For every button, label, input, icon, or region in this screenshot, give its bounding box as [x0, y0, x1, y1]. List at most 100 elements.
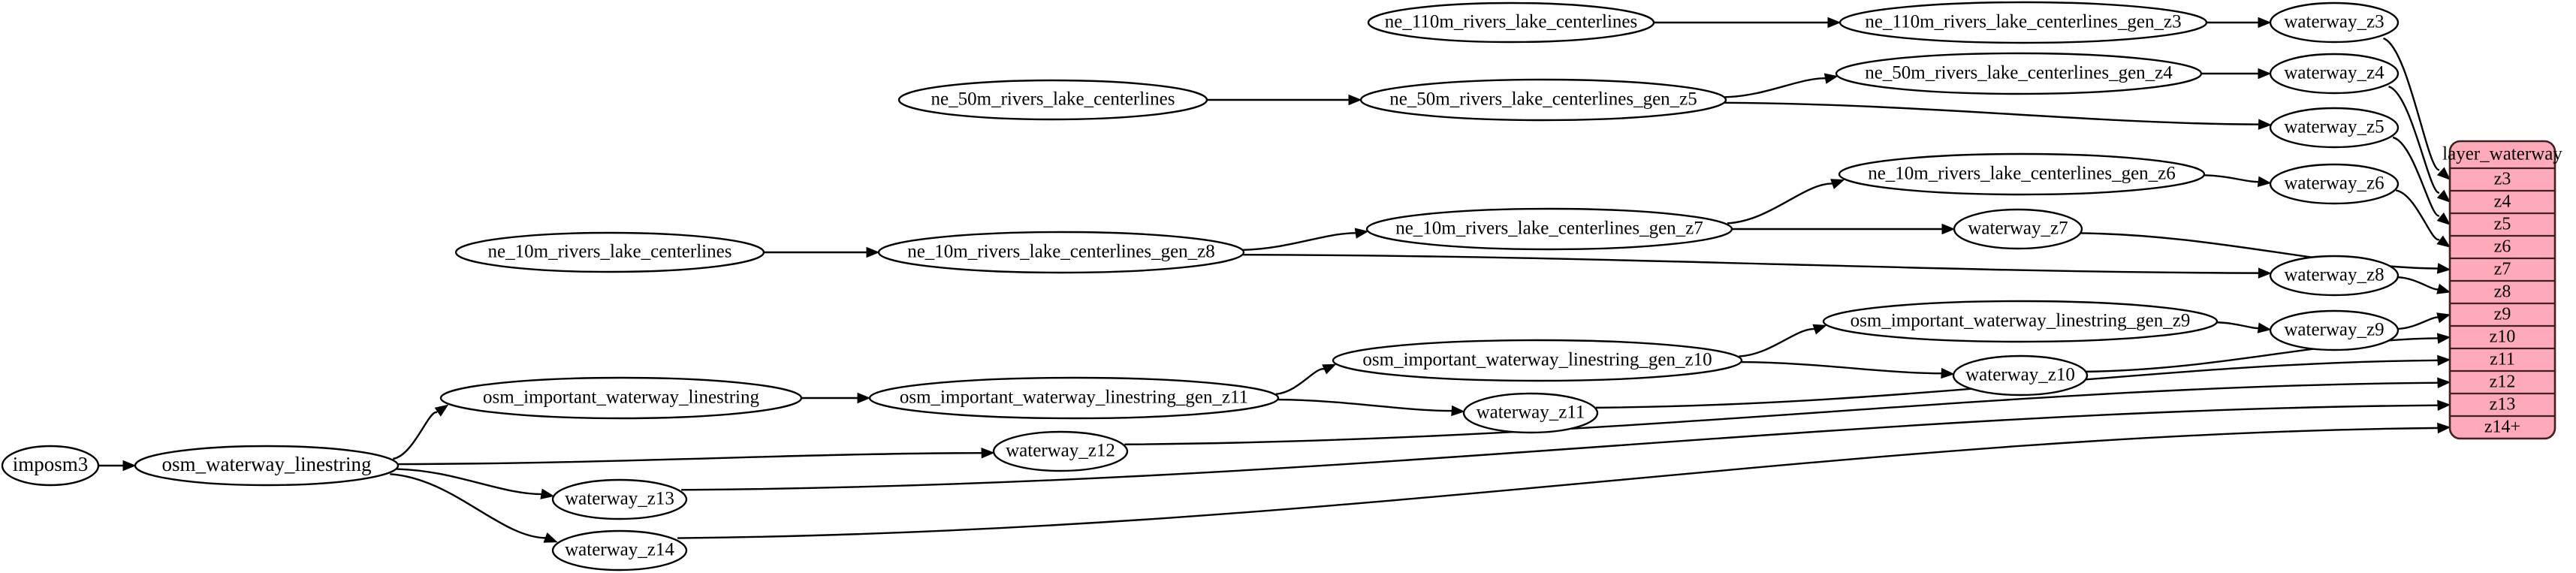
- node-label: waterway_z11: [1477, 403, 1585, 423]
- graph-node-imposm3[interactable]: imposm3: [1, 445, 100, 487]
- edge-arrowhead: [2258, 17, 2272, 29]
- graph-node-ne_50m_rivers_lake_centerlines_gen_z5[interactable]: ne_50m_rivers_lake_centerlines_gen_z5: [1359, 78, 1727, 122]
- edge-arrowhead: [857, 392, 871, 404]
- graph-node-ne_10m_rivers_lake_centerlines_gen_z7[interactable]: ne_10m_rivers_lake_centerlines_gen_z7: [1365, 207, 1733, 251]
- graph-node-waterway_z12[interactable]: waterway_z12: [992, 430, 1129, 472]
- node-label: ne_10m_rivers_lake_centerlines: [488, 242, 732, 262]
- graph-node-ne_10m_rivers_lake_centerlines_gen_z8[interactable]: ne_10m_rivers_lake_centerlines_gen_z8: [877, 231, 1245, 274]
- layer-table-row-z5: z5: [2494, 215, 2511, 234]
- edge-ne_50m_rivers_lake_centerlines_gen_z5--to--waterway_z5: [1724, 101, 2261, 125]
- graph-node-waterway_z13[interactable]: waterway_z13: [551, 478, 688, 520]
- layer-table-header: layer_waterway: [2442, 144, 2562, 164]
- edge-waterway_z10--to--layer_waterway:z10: [2086, 337, 2440, 373]
- edge-arrowhead: [1348, 94, 1362, 106]
- edge-arrowhead: [2436, 263, 2451, 274]
- edge-arrowhead: [1941, 223, 1956, 235]
- edge-arrowhead: [540, 488, 555, 499]
- edge-osm_important_waterway_linestring_gen_z9--to--waterway_z9: [2216, 321, 2261, 330]
- edge-arrowhead: [2436, 312, 2451, 324]
- graph-node-waterway_z10[interactable]: waterway_z10: [1952, 354, 2089, 397]
- edge-osm_important_waterway_linestring_gen_z10--to--osm_important_waterway_linestring_gen_z9: [1739, 327, 1816, 357]
- layer-table-row-z13: z13: [2490, 395, 2516, 415]
- node-label: ne_10m_rivers_lake_centerlines_gen_z8: [907, 242, 1215, 262]
- graph-node-osm_important_waterway_linestring_gen_z9[interactable]: osm_important_waterway_linestring_gen_z9: [1822, 300, 2219, 343]
- graph-node-waterway_z9[interactable]: waterway_z9: [2269, 309, 2400, 351]
- edge-waterway_z7--to--layer_waterway:z7: [2080, 232, 2440, 270]
- edge-arrowhead: [2257, 322, 2272, 333]
- graph-node-osm_waterway_linestring[interactable]: osm_waterway_linestring: [134, 445, 400, 487]
- node-label: waterway_z5: [2284, 117, 2384, 137]
- node-label: waterway_z6: [2284, 173, 2384, 194]
- edge-arrowhead: [543, 532, 558, 543]
- node-label: waterway_z13: [565, 489, 674, 509]
- graph-node-osm_important_waterway_linestring_gen_z10[interactable]: osm_important_waterway_linestring_gen_z1…: [1332, 339, 1743, 382]
- edge-ne_50m_rivers_lake_centerlines_gen_z5--to--ne_50m_rivers_lake_centerlines_gen_z4: [1724, 77, 1827, 98]
- node-label: ne_50m_rivers_lake_centerlines: [931, 89, 1175, 110]
- edge-arrowhead: [2436, 283, 2451, 294]
- graph-node-ne_110m_rivers_lake_centerlines[interactable]: ne_110m_rivers_lake_centerlines: [1367, 2, 1655, 44]
- layer-table-row-z10: z10: [2490, 327, 2516, 347]
- node-label: ne_10m_rivers_lake_centerlines_gen_z6: [1868, 164, 2176, 184]
- layer-table-row-z4: z4: [2494, 192, 2511, 212]
- edge-waterway_z8--to--layer_waterway:z8: [2397, 276, 2440, 291]
- edges-layer: [98, 17, 2451, 543]
- edge-ne_10m_rivers_lake_centerlines_gen_z8--to--ne_10m_rivers_lake_centerlines_gen_z7: [1242, 232, 1358, 251]
- node-label: osm_important_waterway_linestring_gen_z1…: [1362, 350, 1712, 370]
- node-label: osm_important_waterway_linestring_gen_z1…: [900, 388, 1248, 408]
- edge-waterway_z9--to--layer_waterway:z9: [2397, 316, 2440, 330]
- edge-ne_10m_rivers_lake_centerlines_gen_z7--to--ne_10m_rivers_lake_centerlines_gen_z6: [1727, 182, 1834, 225]
- graph-node-waterway_z8[interactable]: waterway_z8: [2269, 255, 2400, 297]
- layer-table-row-z11: z11: [2490, 350, 2515, 369]
- edge-waterway_z6--to--layer_waterway:z6: [2395, 189, 2440, 241]
- edge-osm_important_waterway_linestring_gen_z11--to--waterway_z11: [1277, 398, 1454, 412]
- node-label: osm_important_waterway_linestring_gen_z9: [1851, 311, 2191, 331]
- layer-table-row-z6: z6: [2494, 237, 2511, 257]
- graph-node-osm_important_waterway_linestring_gen_z11[interactable]: osm_important_waterway_linestring_gen_z1…: [868, 376, 1280, 420]
- nodes-layer: imposm3 osm_waterway_linestring osm_import…: [1, 1, 2400, 571]
- graph-node-waterway_z5[interactable]: waterway_z5: [2269, 107, 2400, 149]
- edge-osm_waterway_linestring--to--osm_important_waterway_linestring: [392, 411, 438, 460]
- edge-waterway_z3--to--layer_waterway:z3: [2382, 37, 2440, 171]
- node-label: waterway_z3: [2284, 12, 2384, 32]
- edge-arrowhead: [122, 460, 137, 472]
- edge-ne_10m_rivers_lake_centerlines_gen_z8--to--waterway_z8: [1242, 254, 2261, 274]
- edge-arrowhead: [1830, 179, 1845, 189]
- node-label: waterway_z7: [1968, 219, 2068, 239]
- edge-waterway_z13--to--layer_waterway:z13: [681, 404, 2440, 491]
- edge-arrowhead: [1354, 228, 1369, 239]
- graph-node-ne_110m_rivers_lake_centerlines_gen_z3[interactable]: ne_110m_rivers_lake_centerlines_gen_z3: [1838, 1, 2208, 44]
- node-label: waterway_z12: [1006, 441, 1115, 461]
- graph-node-waterway_z14[interactable]: waterway_z14: [551, 529, 688, 571]
- node-label: ne_10m_rivers_lake_centerlines_gen_z7: [1395, 219, 1703, 239]
- graph-node-waterway_z7[interactable]: waterway_z7: [1953, 208, 2083, 250]
- graph-node-ne_50m_rivers_lake_centerlines_gen_z4[interactable]: ne_50m_rivers_lake_centerlines_gen_z4: [1835, 52, 2203, 95]
- graph-node-ne_50m_rivers_lake_centerlines[interactable]: ne_50m_rivers_lake_centerlines: [897, 79, 1208, 121]
- edge-arrowhead: [2258, 267, 2272, 279]
- edge-ne_10m_rivers_lake_centerlines_gen_z6--to--waterway_z6: [2203, 174, 2261, 183]
- graph-node-waterway_z11[interactable]: waterway_z11: [1462, 392, 1599, 434]
- layer-waterway-table[interactable]: layer_waterwayz3z4z5z6z7z8z9z10z11z12z13…: [2442, 140, 2562, 440]
- node-label: waterway_z9: [2284, 320, 2384, 340]
- edge-arrowhead: [2437, 377, 2451, 389]
- layer-table-row-z8: z8: [2494, 282, 2511, 302]
- graph-node-waterway_z4[interactable]: waterway_z4: [2269, 53, 2400, 95]
- node-label: waterway_z4: [2284, 63, 2384, 83]
- edge-arrowhead: [2257, 176, 2272, 187]
- edge-arrowhead: [1941, 367, 1955, 379]
- graph-node-waterway_z3[interactable]: waterway_z3: [2269, 2, 2400, 44]
- graph-node-waterway_z6[interactable]: waterway_z6: [2269, 163, 2400, 205]
- graph-node-osm_important_waterway_linestring[interactable]: osm_important_waterway_linestring: [439, 376, 803, 420]
- graph-node-ne_10m_rivers_lake_centerlines_gen_z6[interactable]: ne_10m_rivers_lake_centerlines_gen_z6: [1838, 152, 2206, 196]
- edge-arrowhead: [2437, 400, 2451, 412]
- edge-osm_waterway_linestring--to--waterway_z14: [390, 473, 547, 539]
- edge-arrowhead: [2436, 212, 2451, 225]
- edge-arrowhead: [2258, 119, 2272, 130]
- node-label: ne_110m_rivers_lake_centerlines: [1385, 12, 1637, 32]
- edge-arrowhead: [1827, 17, 1842, 29]
- edge-arrowhead: [2437, 354, 2451, 366]
- node-label: osm_waterway_linestring: [162, 453, 372, 475]
- edge-arrowhead: [866, 246, 880, 258]
- node-label: ne_110m_rivers_lake_centerlines_gen_z3: [1865, 12, 2181, 32]
- graph-node-ne_10m_rivers_lake_centerlines[interactable]: ne_10m_rivers_lake_centerlines: [454, 231, 765, 273]
